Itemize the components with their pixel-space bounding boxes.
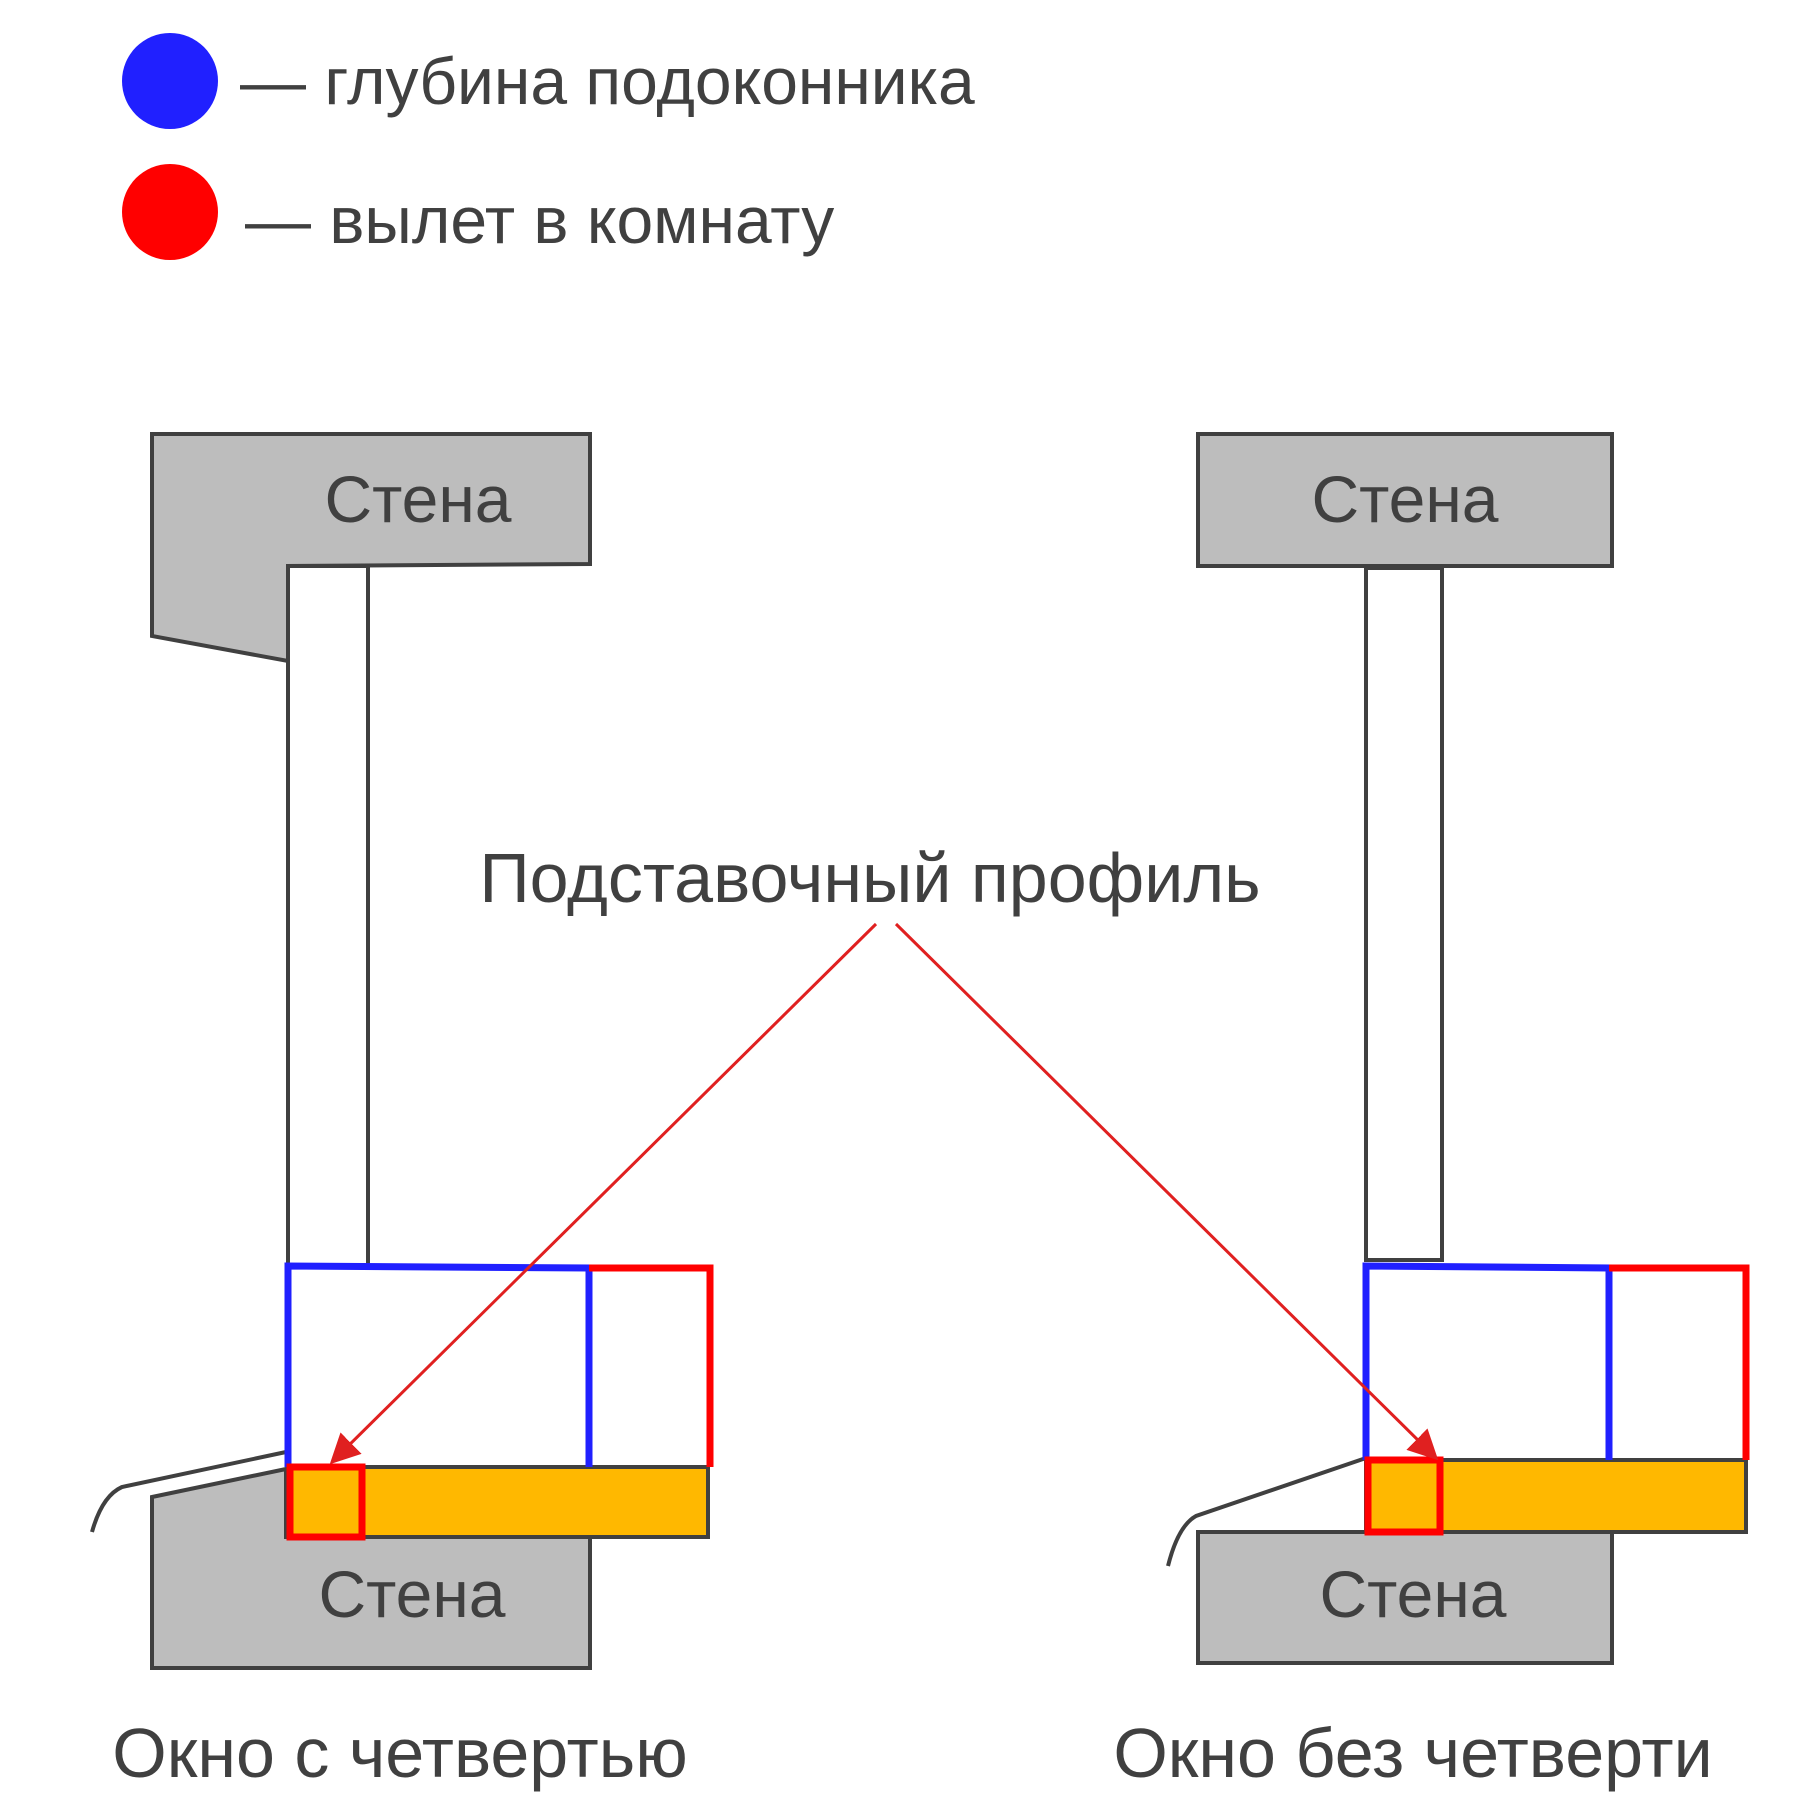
panel-without-quarter: Стена Стена Окно без четверти bbox=[1113, 432, 1750, 1792]
callout-arrow-left bbox=[329, 922, 878, 1465]
sill-overhang-right bbox=[1609, 1264, 1750, 1460]
wall-top-right-label: Стена bbox=[1311, 462, 1498, 536]
wall-bottom-left-label: Стена bbox=[318, 1557, 505, 1631]
support-profile-right bbox=[1364, 1456, 1444, 1536]
legend: — глубина подоконника — вылет в комнату bbox=[122, 33, 975, 260]
callout: Подставочный профиль bbox=[329, 839, 1439, 1465]
caption-left: Окно с четвертью bbox=[112, 1714, 687, 1792]
caption-right: Окно без четверти bbox=[1113, 1714, 1712, 1792]
drip-flashing-left bbox=[90, 1450, 287, 1533]
sill-depth-left bbox=[284, 1262, 593, 1467]
window-frame-right bbox=[1364, 566, 1444, 1262]
support-profile-left bbox=[286, 1463, 366, 1541]
sill-depth-right bbox=[1362, 1262, 1613, 1460]
sill-overhang-left bbox=[589, 1264, 714, 1467]
callout-label: Подставочный профиль bbox=[479, 839, 1260, 917]
wall-bottom-right-label: Стена bbox=[1319, 1557, 1506, 1631]
legend-depth-label: — глубина подоконника bbox=[240, 44, 975, 118]
legend-overhang-swatch bbox=[122, 164, 218, 260]
panel-with-quarter: Стена Стена Окно с четвертью bbox=[90, 432, 714, 1792]
callout-arrow-right bbox=[894, 922, 1439, 1461]
legend-depth-swatch bbox=[122, 33, 218, 129]
wall-top-left-label: Стена bbox=[324, 462, 511, 536]
wall-bottom-right bbox=[1196, 1530, 1614, 1665]
drip-flashing-right bbox=[1166, 1456, 1367, 1567]
window-frame-left bbox=[286, 564, 370, 1268]
wall-top-right bbox=[1196, 432, 1614, 568]
legend-overhang-label: — вылет в комнату bbox=[245, 183, 834, 257]
